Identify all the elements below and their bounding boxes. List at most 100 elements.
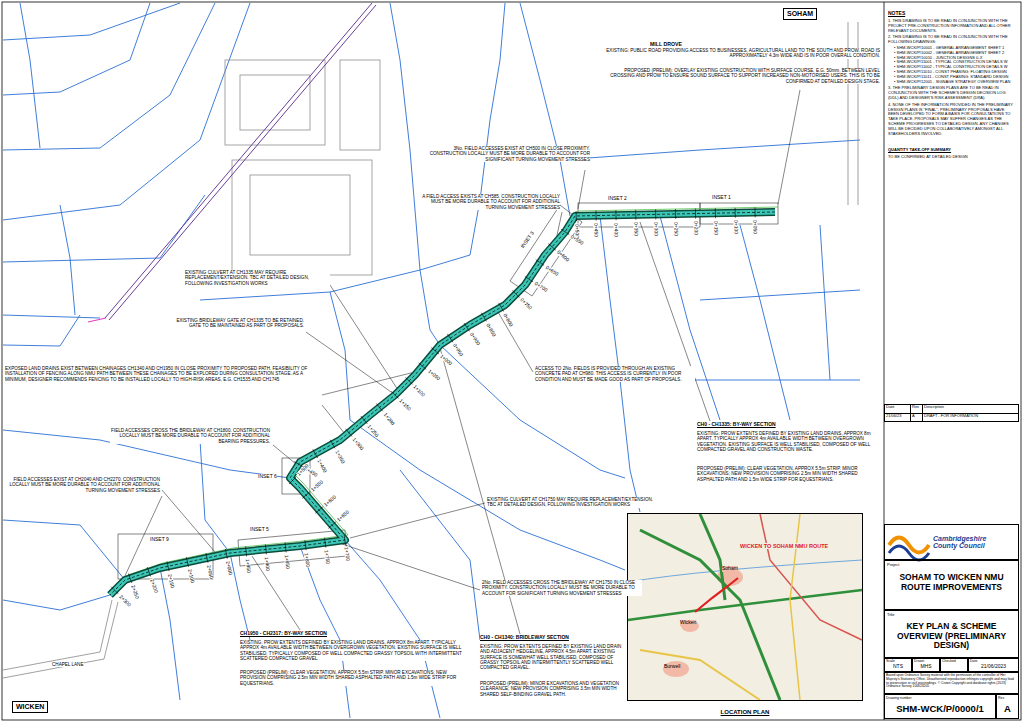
chainage-tick (406, 377, 413, 384)
chainage-label: 1+400 (316, 459, 328, 475)
inset-label: INSET 1 (712, 195, 731, 201)
node-text: A (998, 703, 1017, 714)
chainage-label: 1+150 (398, 398, 412, 412)
map-line (330, 285, 398, 390)
section-text: PROPOSED (PRELIM): MINOR EXCAVATIONS AND… (480, 681, 622, 697)
chainage-tick (129, 574, 132, 584)
chainage-label: 0+200 (693, 221, 698, 236)
chainage-label: 0+600 (556, 250, 571, 264)
chainage-tick (675, 209, 676, 219)
chainage-tick (344, 535, 345, 545)
map-line (600, 216, 640, 512)
callout-text: EXISTING CULVERT AT CH1750 MAY REQUIRE R… (487, 497, 662, 508)
section-text: EXISTING: PROW EXTENTS DEFINED BY EXISTI… (480, 644, 622, 671)
callout-text: FIELD ACCESSES EXIST AT CH2040 AND CH227… (5, 477, 160, 493)
map-line (400, 470, 480, 640)
chainage-label: 1+550 (310, 479, 325, 493)
map-line (628, 514, 862, 700)
chainage-tick (499, 303, 504, 312)
map-line (3, 520, 125, 580)
section-text: PROPOSED (PRELIM): CLEAR VEGETATION, APP… (240, 670, 470, 686)
project-box: ProjectSOHAM TO WICKEN NMU ROUTE IMPROVE… (884, 560, 1019, 610)
node-text: Rev (998, 696, 1017, 700)
chainage-tick (525, 276, 533, 282)
chainage-label: 1+950 (244, 558, 250, 573)
map-line (225, 60, 325, 145)
chainage-label: 2+250 (130, 584, 140, 600)
node-text: SOHAM (787, 10, 813, 18)
map-line (520, 3, 570, 216)
checked-cell: Checked (940, 658, 968, 672)
map-line (240, 75, 310, 130)
chainage-tick (561, 229, 569, 234)
chainage-label: 0+450 (594, 223, 599, 238)
map-line (889, 538, 929, 553)
chainage-label: 1+250 (367, 424, 380, 439)
node-text: 1. THIS DRAWING IS TO BE READ IN CONJUNC… (888, 19, 1015, 33)
map-line (3, 595, 110, 610)
chainage-tick (735, 208, 736, 218)
node-text: 2. THIS DRAWING IS TO BE READ IN CONJUNC… (888, 35, 1015, 45)
map-line (200, 440, 230, 553)
drawing-number-box: Drawing numberSHM-WCK/P/0000/1 (884, 694, 996, 719)
chainage-label: 1+750 (324, 549, 331, 565)
callout-text: EXISTING: PUBLIC ROAD PROVIDING ACCESS T… (600, 48, 880, 59)
map-line (578, 170, 585, 209)
map-line (390, 3, 420, 270)
chainage-tick (111, 587, 118, 594)
node-text: SHM-WCK/P/0000/1 (886, 703, 994, 714)
map-line (700, 290, 860, 300)
map-line (628, 590, 862, 620)
chainage-label: 0+350 (633, 222, 638, 237)
map-line (498, 312, 533, 372)
node-text: A (911, 414, 923, 422)
section-heading: CH0 - CH1340: BRIDLEWAY SECTION (480, 635, 569, 641)
chainage-label: 0+050 (753, 219, 758, 234)
map-line (252, 556, 300, 630)
node-text: Title (887, 613, 1016, 618)
section-text: EXISTING: PROW EXTENTS DEFINED BY EXISTI… (697, 431, 882, 452)
map-line (640, 222, 710, 421)
chainage-label: 0+400 (614, 222, 619, 237)
map-line (3, 3, 180, 40)
map-line (420, 270, 440, 345)
callout-text: A FIELD ACCESS EXISTS AT CH585. CONSTRUC… (420, 194, 560, 210)
inset-label: INSET 6 (258, 474, 277, 480)
node-text: Description (923, 405, 1018, 414)
chainage-label: 1+050 (426, 369, 441, 382)
node-text: Date (970, 659, 1017, 663)
location-plan-frame (627, 513, 863, 701)
map-line (560, 140, 860, 160)
node-text: MHS (914, 663, 938, 669)
section-heading: CH0 - CH1335: BY-WAY SECTION (697, 422, 776, 428)
map-line (306, 332, 394, 394)
chainage-label: 1+700 (343, 547, 350, 563)
map-line (760, 514, 862, 640)
inset-label: INSET 2 (608, 196, 627, 202)
node-text: TO BE CONFIRMED AT DETAILED DESIGN (888, 155, 1015, 160)
node-text: 21/06/2023 (970, 663, 1017, 669)
chainage-tick (512, 291, 519, 298)
callout-heading: MILL DROVE (650, 41, 682, 47)
council-logo (889, 538, 929, 561)
chainage-label: 1+000 (439, 353, 454, 366)
map-line (3, 3, 250, 220)
map-line (470, 3, 505, 255)
chainage-label: 0+300 (653, 221, 658, 236)
node-text: QUANTITY TAKE-OFF SUMMARY (888, 148, 1015, 153)
node-text: 21/06/23 (885, 414, 911, 422)
chainage-label: 0+750 (519, 297, 533, 311)
map-line (628, 560, 862, 582)
chainage-label: 1+350 (334, 449, 346, 465)
chainage-label: 0+100 (733, 220, 738, 235)
map-line (695, 578, 738, 612)
place-name: Wicken (680, 620, 696, 626)
map-line (88, 318, 106, 322)
chainage-label: 0+650 (544, 264, 559, 277)
scale-cell: ScaleNTS (884, 658, 912, 672)
drawn-cell: DrawnMHS (912, 658, 940, 672)
callout-text: EXPOSED LAND DRAINS EXIST BETWEEN CHAINA… (5, 366, 320, 382)
chainage-label: 2+200 (149, 578, 159, 594)
